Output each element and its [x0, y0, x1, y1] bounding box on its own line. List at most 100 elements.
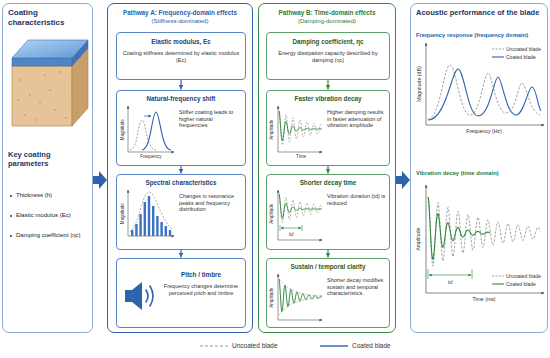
frequency-shift-plot: [142, 112, 171, 150]
box-text: Higher damping results in faster attenua…: [327, 109, 386, 129]
coating-block: [34, 119, 36, 121]
decay-time-plot: [281, 228, 301, 229]
vibration-decay-chart: [426, 185, 544, 293]
pathway-panel: Pathway A: Frequency-domain effects(Stif…: [107, 3, 253, 333]
connector-arrow: [327, 80, 328, 90]
decay-time-plot: [278, 190, 322, 240]
vibration-decay-chart: [428, 269, 472, 279]
axis-label: Magnitude: [119, 203, 124, 224]
box-text: Stiffer coating leads to higher natural …: [179, 109, 242, 129]
spectrum-plot: [144, 202, 146, 236]
decay-time-plot: [279, 194, 322, 218]
bullet-item: Elastic modulus (Ec): [16, 212, 90, 219]
frequency-shift-plot: [128, 106, 174, 152]
axis-label: Amplitude: [269, 203, 274, 223]
spectrum-plot: [169, 230, 171, 236]
box-text: Coating stiffness determined by elastic …: [122, 50, 240, 63]
frequency-response-chart: [428, 65, 540, 119]
legend-samples: [200, 345, 228, 346]
spectrum-plot: [165, 226, 167, 236]
spectrum-plot: [152, 206, 154, 236]
coating-block: [17, 71, 83, 121]
box-title: Damping coefficient, ηc: [270, 38, 386, 46]
spectrum-plot: [139, 214, 141, 236]
speaker-icon: [150, 286, 153, 306]
spectrum-plot: [135, 224, 137, 236]
box-text: Energy dissipation capacity described by…: [272, 50, 384, 63]
box-title: Natural-frequency shift: [120, 95, 242, 103]
process-box: Shorter decay timeVibration duration (td…: [266, 174, 390, 250]
spectrum-plot: [148, 196, 150, 236]
axis-label: Time: [278, 154, 324, 159]
vibration-decay-chart: [428, 197, 540, 266]
process-box: Pitch / timbreFrequency changes determin…: [116, 258, 246, 328]
spectrum-plot: [160, 222, 162, 236]
vibration-decay-chart: [492, 276, 504, 277]
process-box: Damping coefficient, ηc Energy dissipatio…: [266, 32, 390, 80]
coating-block: [75, 111, 77, 113]
box-text: Frequency changes determine perceived pi…: [161, 283, 241, 296]
box-title: Elastic modulus, Ec: [120, 38, 242, 46]
bullet-item: Damping coefficient (ηc): [16, 232, 90, 239]
decay-time-plot: [280, 225, 302, 231]
pathway-subtitle: (Stiffness-dominated): [111, 18, 249, 25]
speaker-icon: [125, 282, 153, 310]
coating-block: [59, 71, 61, 73]
frequency-response-chart: [492, 56, 504, 57]
coating-block: [44, 74, 46, 76]
decay-plot: [278, 106, 322, 152]
frequency-response-chart: [426, 43, 544, 125]
axis-label: Time (ms): [454, 296, 514, 302]
decay-plot: [279, 111, 322, 141]
connector-arrow: [180, 250, 181, 258]
chart-heading: Vibration decay (time domain): [416, 170, 544, 177]
spectrum-plot: [128, 190, 174, 236]
pathway-subtitle: (Damping-dominated): [262, 18, 392, 25]
coating-block: [17, 99, 19, 101]
frequency-response-chart: [426, 43, 544, 125]
process-box: Spectral characteristicsChanges in reson…: [116, 174, 246, 250]
box-text: Shorter decay modifies sustain and tempo…: [327, 277, 386, 297]
axis-label: Amplitude: [269, 119, 274, 139]
chart-legend-label: Coated blade: [506, 281, 536, 287]
time-marker: td: [443, 279, 457, 286]
chart-legend-label: Coated blade: [506, 54, 536, 60]
coating-block: [39, 101, 41, 103]
time-marker: td: [286, 231, 296, 238]
box-text: Changes in resonance peaks and frequency…: [179, 193, 242, 213]
legend-label: Coated blade: [352, 342, 391, 350]
sustain-plot: [278, 274, 322, 320]
coating-block: [77, 79, 79, 81]
coating-block: [49, 89, 51, 91]
flow-arrow: [396, 171, 410, 189]
box-title: Shorter decay time: [270, 179, 386, 187]
chart-legend-label: Uncoated blade: [506, 46, 541, 52]
panel-title: Coating characteristics: [8, 8, 88, 27]
decay-time-plot: [279, 194, 322, 222]
speaker-icon: [132, 282, 142, 310]
speaker-icon: [146, 290, 148, 302]
axis-label: Amplitude: [415, 228, 421, 251]
pathway-panel: Pathway B: Time-domain effects(Damping-d…: [258, 3, 396, 333]
spectrum-plot: [131, 196, 171, 236]
frequency-response-chart: [428, 69, 541, 120]
process-box: Natural-frequency shiftStiffer coating l…: [116, 90, 246, 166]
coating-block: [12, 40, 88, 126]
vibration-decay-chart: [429, 275, 471, 276]
connector-arrow: [327, 166, 328, 174]
vibration-decay-chart: [428, 197, 490, 259]
axis-label: Amplitude: [269, 287, 274, 307]
input-panel: Coating characteristicsKey coating param…: [2, 3, 93, 333]
chart-heading: Frequency response (frequency domain): [416, 32, 544, 39]
coating-block: [19, 79, 21, 81]
coating-block: [24, 114, 26, 116]
axis-label: Frequency: [128, 154, 174, 159]
vibration-decay-chart: [426, 185, 544, 293]
coating-block: [29, 94, 31, 96]
spectrum-plot: [130, 192, 173, 232]
coating-block: [81, 99, 83, 101]
process-box: Faster vibration decayHigher damping res…: [266, 90, 390, 166]
section-heading: Key coating parameters: [8, 150, 88, 168]
box-title: Pitch / timbre: [161, 271, 241, 279]
